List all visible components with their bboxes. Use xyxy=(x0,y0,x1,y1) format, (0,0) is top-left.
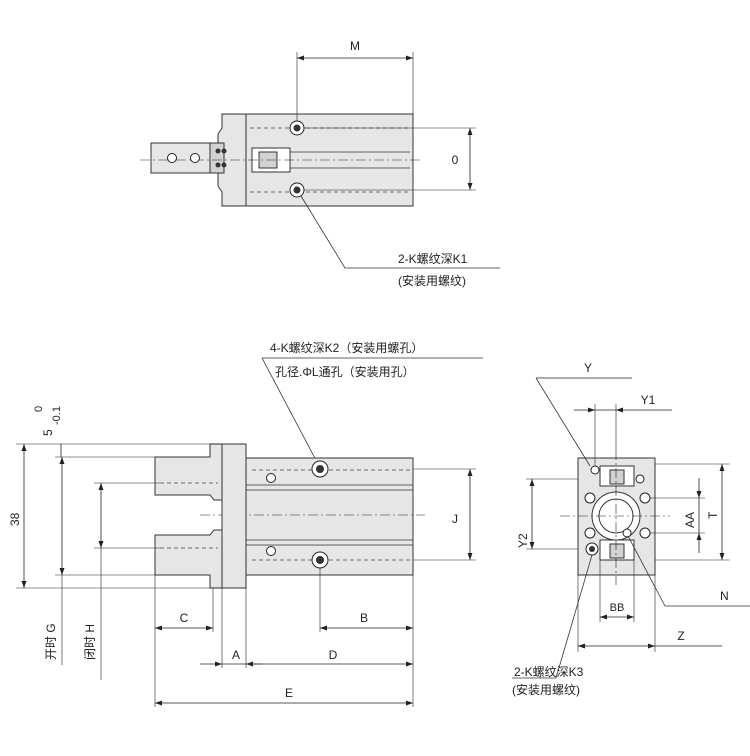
dim-B-label: B xyxy=(360,611,368,625)
side-hole-bl xyxy=(584,527,596,539)
dim-T-label: T xyxy=(706,511,720,519)
dim-M-label: M xyxy=(350,39,360,53)
dim-38-label: 38 xyxy=(8,512,22,526)
front-callout-line2: 孔径.ΦL通孔（安装用孔） xyxy=(275,364,415,379)
dim-N-label: N xyxy=(720,589,729,603)
dim-BB-label: BB xyxy=(610,602,625,614)
tol-upper: 0 xyxy=(33,406,45,412)
side-hole-tr xyxy=(639,492,651,504)
side-hole-top-small xyxy=(590,465,600,475)
dim-O-label: 0 xyxy=(452,153,459,167)
front-jaw-upper xyxy=(154,443,223,501)
dim-Y1-label: Y1 xyxy=(641,393,656,407)
dim-C-label: C xyxy=(180,611,189,625)
top-jaw xyxy=(150,142,219,174)
side-k3-leader xyxy=(512,554,593,679)
top-jaw-stop xyxy=(209,142,225,174)
top-callout-leader xyxy=(300,195,500,269)
dim-Y2-label: Y2 xyxy=(516,533,530,548)
front-callout-line1: 4-K螺纹深K2（安装用螺孔） xyxy=(270,340,423,355)
side-callout-line1: 2-K螺纹深K3 xyxy=(514,665,584,679)
top-view: M 0 2-K螺纹深K1 (安装用螺纹) xyxy=(140,39,500,288)
dim-H-label: 闭时 H xyxy=(83,624,97,660)
front-end-plate xyxy=(221,443,247,589)
side-hole-tl xyxy=(584,492,596,504)
dim-D-label: D xyxy=(329,648,338,662)
side-k-hole-2 xyxy=(622,528,632,538)
side-view: Y Y1 Y2 AA T BB N xyxy=(512,361,750,697)
front-view: 4-K螺纹深K2（安装用螺孔） 孔径.ΦL通孔（安装用孔） 0 5 -0.1 xyxy=(8,340,483,707)
side-bottom-key xyxy=(609,543,625,559)
front-callout-leader xyxy=(261,357,319,465)
side-top-key xyxy=(609,469,625,485)
top-callout-line1: 2-K螺纹深K1 xyxy=(398,252,468,266)
side-y-leader xyxy=(535,377,591,467)
side-n-leader xyxy=(627,535,750,607)
jaw-hole-2 xyxy=(190,153,200,163)
dim-A-label: A xyxy=(232,648,240,662)
dim-Y-label: Y xyxy=(584,361,592,375)
tol-lower: -0.1 xyxy=(51,406,63,425)
dim-E-label: E xyxy=(285,686,293,700)
top-callout-line2: (安装用螺纹) xyxy=(398,273,466,288)
front-jaw-lower xyxy=(154,529,223,589)
front-small-hole-1 xyxy=(266,473,276,483)
dim-Z-label: Z xyxy=(677,629,684,643)
front-small-hole-2 xyxy=(266,546,276,556)
side-hole-top-small-2 xyxy=(635,474,645,484)
side-callout-line2: (安装用螺纹) xyxy=(512,682,580,697)
jaw-hole-1 xyxy=(167,153,177,163)
dim-G-label: 开时 G xyxy=(44,623,58,660)
dim-AA-label: AA xyxy=(683,512,697,528)
dim-J-label: J xyxy=(452,512,458,526)
tol-base: 5 xyxy=(41,429,55,436)
side-hole-br xyxy=(639,527,651,539)
